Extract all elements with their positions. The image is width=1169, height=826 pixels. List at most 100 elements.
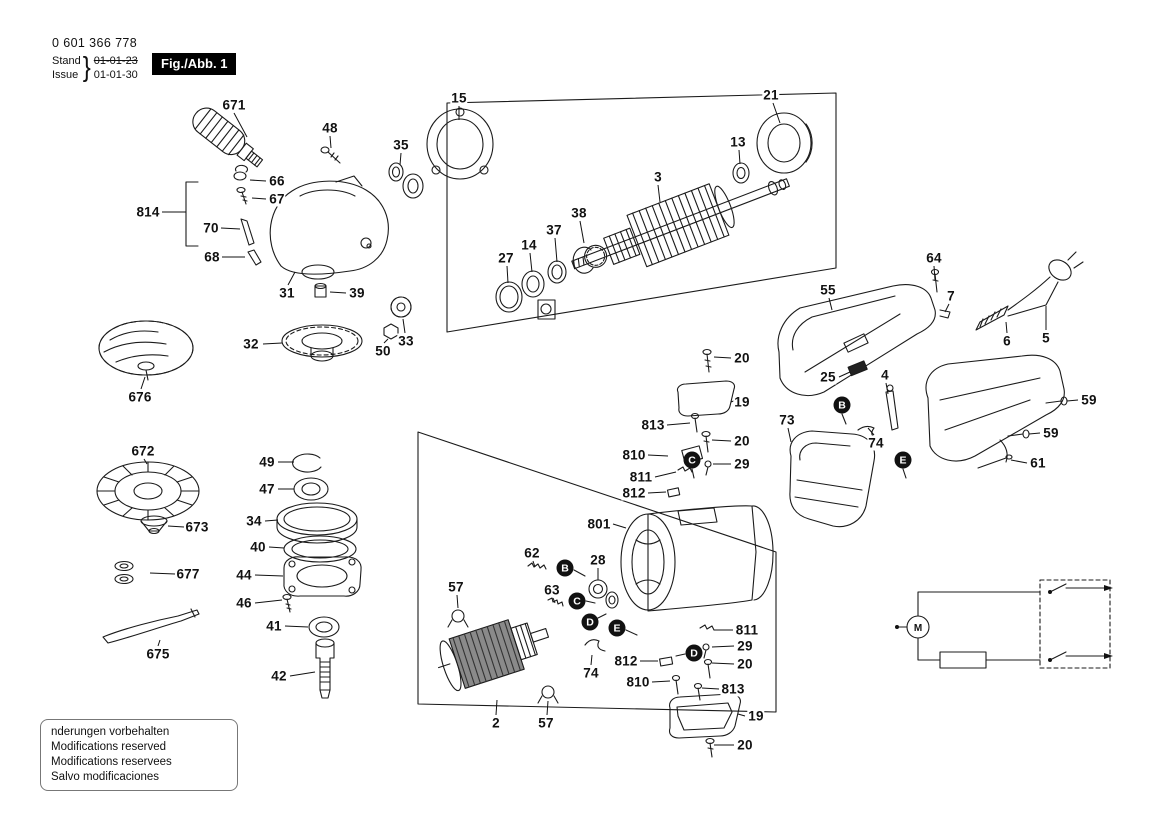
pinion-gear-33 <box>390 296 412 318</box>
part-label-42: 42 <box>270 668 288 684</box>
leader-line-31-16 <box>287 271 296 286</box>
part-label-61: 61 <box>1029 455 1047 471</box>
rotor <box>437 619 550 692</box>
part-label-29: 29 <box>736 638 754 654</box>
callout-stubs <box>573 413 907 657</box>
part-label-675: 675 <box>145 646 171 662</box>
part-label-677: 677 <box>175 566 201 582</box>
part-label-59: 59 <box>1080 392 1098 408</box>
callout-e-1: E <box>894 451 912 469</box>
issue-date: 01-01-30 <box>93 69 138 82</box>
part-label-67: 67 <box>268 191 286 207</box>
armature <box>571 178 790 270</box>
leader-line-61-43 <box>1010 459 1028 464</box>
modifications-notice: nderungen vorbehalten Modifications rese… <box>40 719 238 791</box>
leader-line-59-41 <box>1066 399 1079 402</box>
ring-40 <box>283 535 357 563</box>
bearing-21 <box>756 112 813 174</box>
leader-line-25-39 <box>838 371 851 378</box>
part-label-74: 74 <box>867 435 885 451</box>
callout-e-6: E <box>608 619 626 637</box>
bearing-28 <box>588 579 619 609</box>
seal-ring-27 <box>495 281 523 313</box>
figure-label: Fig./Abb. 1 <box>152 53 237 75</box>
leader-line-812-53 <box>647 491 667 494</box>
part-label-5: 5 <box>1041 330 1051 346</box>
notice-line-de: nderungen vorbehalten <box>51 726 170 738</box>
part-label-2: 2 <box>491 715 501 731</box>
part-label-20: 20 <box>733 350 751 366</box>
notice-line-fr: Modifications reservees <box>51 755 172 768</box>
leader-line-4-40 <box>885 382 889 395</box>
part-label-49: 49 <box>258 454 276 470</box>
spring-62 <box>527 562 547 570</box>
part-label-41: 41 <box>265 618 283 634</box>
leader-line-20-49 <box>711 439 732 442</box>
part-label-7: 7 <box>946 288 956 304</box>
leader-line-13-5 <box>738 149 741 165</box>
pin-wrench-675 <box>102 608 200 644</box>
part-label-50: 50 <box>374 343 392 359</box>
brush-holder-upper <box>666 412 712 498</box>
cable-clamp-upper <box>447 609 469 628</box>
part-label-812: 812 <box>613 653 639 669</box>
leader-line-48-1 <box>329 135 332 149</box>
stand-label: Stand <box>52 55 81 68</box>
part-label-64: 64 <box>925 250 943 266</box>
part-label-35: 35 <box>392 137 410 153</box>
spacer-39 <box>314 282 327 298</box>
part-label-47: 47 <box>258 481 276 497</box>
panel-outline-upper <box>446 92 837 333</box>
part-label-801: 801 <box>586 516 612 532</box>
leader-line-20-46 <box>713 356 732 359</box>
bearing-flange-15 <box>426 107 494 180</box>
leader-line-74-45 <box>867 427 875 436</box>
leader-line-32-18 <box>262 342 283 345</box>
leader-line-64-34 <box>933 265 936 281</box>
part-label-671: 671 <box>221 97 247 113</box>
spring-66 <box>233 164 249 181</box>
leader-line-57-60 <box>546 700 549 716</box>
part-label-44: 44 <box>235 567 253 583</box>
cover-plate-upper <box>676 380 736 417</box>
leader-line-39-17 <box>329 291 347 294</box>
leader-line-7-35 <box>944 303 950 313</box>
callout-d-5: D <box>581 613 599 631</box>
part-label-25: 25 <box>819 369 837 385</box>
part-label-20: 20 <box>733 433 751 449</box>
part-label-811: 811 <box>734 622 760 638</box>
leader-line-74-61 <box>590 654 593 666</box>
washers-677 <box>114 560 134 585</box>
part-label-14: 14 <box>520 237 538 253</box>
panel-outline-lower <box>417 431 777 713</box>
pin-61 <box>977 454 1013 469</box>
bearing-14 <box>521 270 545 298</box>
issue-label: Issue <box>52 69 79 82</box>
part-label-19: 19 <box>733 394 751 410</box>
wire-74-lower <box>584 639 606 652</box>
part-label-19: 19 <box>747 708 765 724</box>
screw-46 <box>282 593 292 613</box>
part-label-70: 70 <box>202 220 220 236</box>
part-label-57: 57 <box>537 715 555 731</box>
part-label-812: 812 <box>621 485 647 501</box>
bearing-flange-44 <box>283 556 362 597</box>
circlip-49 <box>292 453 322 473</box>
notice-line-es: Salvo modificaciones <box>51 770 160 783</box>
handle-housing <box>925 354 1065 463</box>
leader-line-29-65 <box>711 645 735 648</box>
part-label-66: 66 <box>268 173 286 189</box>
taper-pin-70 <box>240 218 255 246</box>
part-label-55: 55 <box>819 282 837 298</box>
leader-line-813-48 <box>666 422 691 426</box>
leader-line-6-37 <box>1005 321 1008 334</box>
revision-block: Stand Issue } 01-01-23 01-01-30 <box>52 52 138 83</box>
part-label-20: 20 <box>736 737 754 753</box>
part-label-810: 810 <box>621 447 647 463</box>
leader-line-37-8 <box>554 237 558 263</box>
screw-20-bottom <box>705 737 715 758</box>
leader-line-35-2 <box>399 152 402 166</box>
